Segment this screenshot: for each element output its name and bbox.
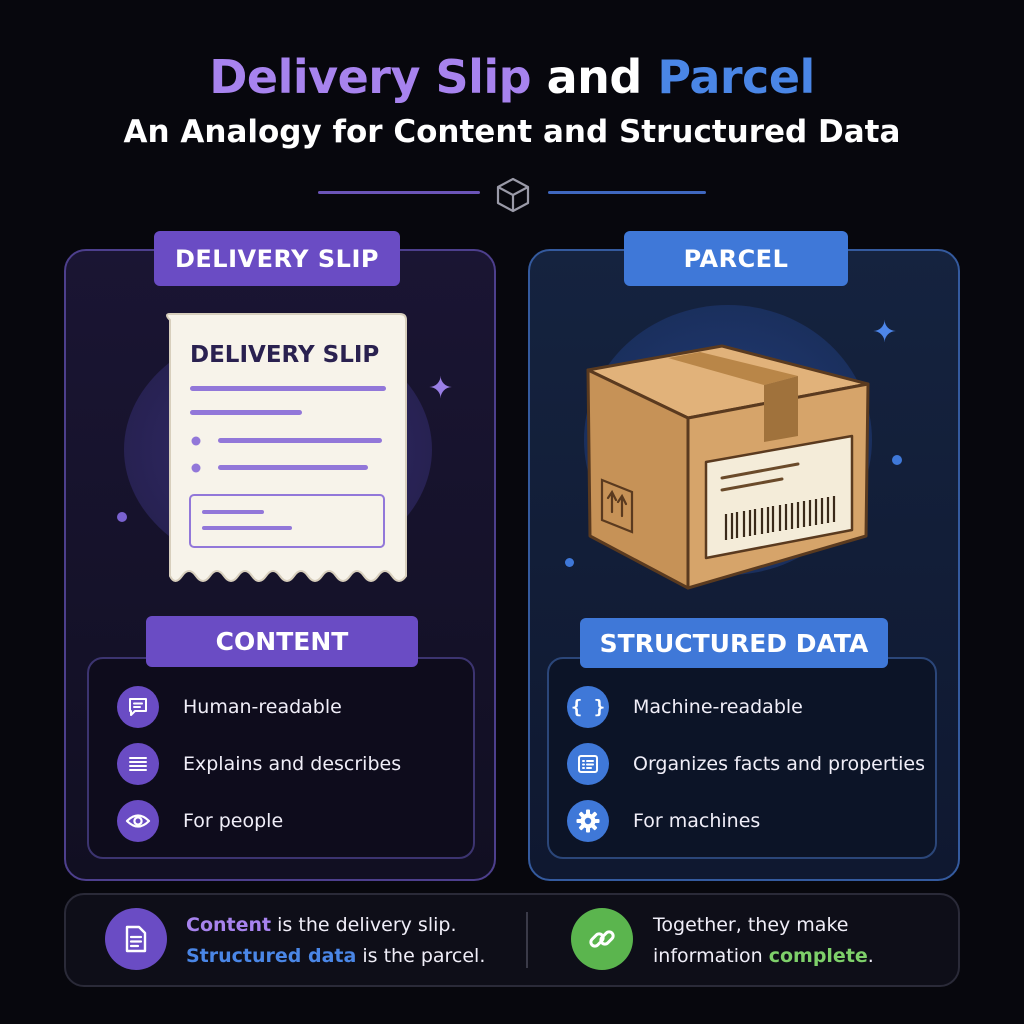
parcel-badge: PARCEL xyxy=(624,231,848,286)
curly-braces-icon: { } xyxy=(567,686,609,728)
page-subtitle: An Analogy for Content and Structured Da… xyxy=(123,114,901,150)
document-icon xyxy=(105,908,167,970)
list-item-label: Explains and describes xyxy=(183,753,402,775)
list-item-label: For people xyxy=(183,810,284,832)
footer-line-structured: Structured data is the parcel. xyxy=(186,945,485,967)
data-card-icon xyxy=(567,743,609,785)
structured-data-features-list xyxy=(547,657,937,859)
header-divider-right xyxy=(548,191,706,194)
list-item: For machines xyxy=(567,800,760,842)
list-item: Explains and describes xyxy=(117,743,401,785)
list-item-label: For machines xyxy=(633,810,761,832)
title-delivery-slip: Delivery Slip xyxy=(209,50,532,104)
content-highlight: Content xyxy=(186,914,272,936)
cardboard-box-icon xyxy=(586,344,870,590)
footer-text: is the delivery slip. xyxy=(271,914,457,936)
list-lines-icon xyxy=(117,743,159,785)
link-icon xyxy=(571,908,633,970)
slip-heading: DELIVERY SLIP xyxy=(190,342,379,368)
footer-line-complete: information complete. xyxy=(653,945,874,967)
footer-line-together: Together, they make xyxy=(653,914,849,936)
delivery-slip-badge: DELIVERY SLIP xyxy=(154,231,400,286)
content-section-label: CONTENT xyxy=(146,616,418,667)
gear-icon xyxy=(567,800,609,842)
sparkle-icon: ✦ xyxy=(872,315,898,350)
list-item-label: Human-readable xyxy=(183,696,342,718)
decor-dot xyxy=(117,512,127,522)
footer-text: information xyxy=(653,945,769,967)
sparkle-icon: ✦ xyxy=(428,371,454,406)
delivery-slip-illustration: DELIVERY SLIP xyxy=(166,313,407,582)
list-item-label: Machine-readable xyxy=(633,696,803,718)
list-item-label: Organizes facts and properties xyxy=(633,753,925,775)
list-item: Organizes facts and properties xyxy=(567,743,925,785)
list-item: For people xyxy=(117,800,283,842)
decor-dot xyxy=(565,558,574,567)
complete-highlight: complete xyxy=(768,945,868,967)
footer-line-content: Content is the delivery slip. xyxy=(186,914,456,936)
footer-text: . xyxy=(867,945,874,967)
cube-icon xyxy=(496,177,530,213)
summary-footer xyxy=(64,893,960,987)
page-title: Delivery Slip and Parcel xyxy=(0,50,1024,104)
list-item: { } Machine-readable xyxy=(567,686,803,728)
structured-data-section-label: STRUCTURED DATA xyxy=(580,618,888,668)
title-parcel: Parcel xyxy=(657,50,815,104)
footer-text: is the parcel. xyxy=(356,945,486,967)
decor-dot xyxy=(892,455,902,465)
structured-data-highlight: Structured data xyxy=(186,945,357,967)
chat-lines-icon xyxy=(117,686,159,728)
footer-divider xyxy=(526,912,528,968)
list-item: Human-readable xyxy=(117,686,342,728)
header-divider-left xyxy=(318,191,480,194)
title-and: and xyxy=(546,50,643,104)
eye-icon xyxy=(117,800,159,842)
